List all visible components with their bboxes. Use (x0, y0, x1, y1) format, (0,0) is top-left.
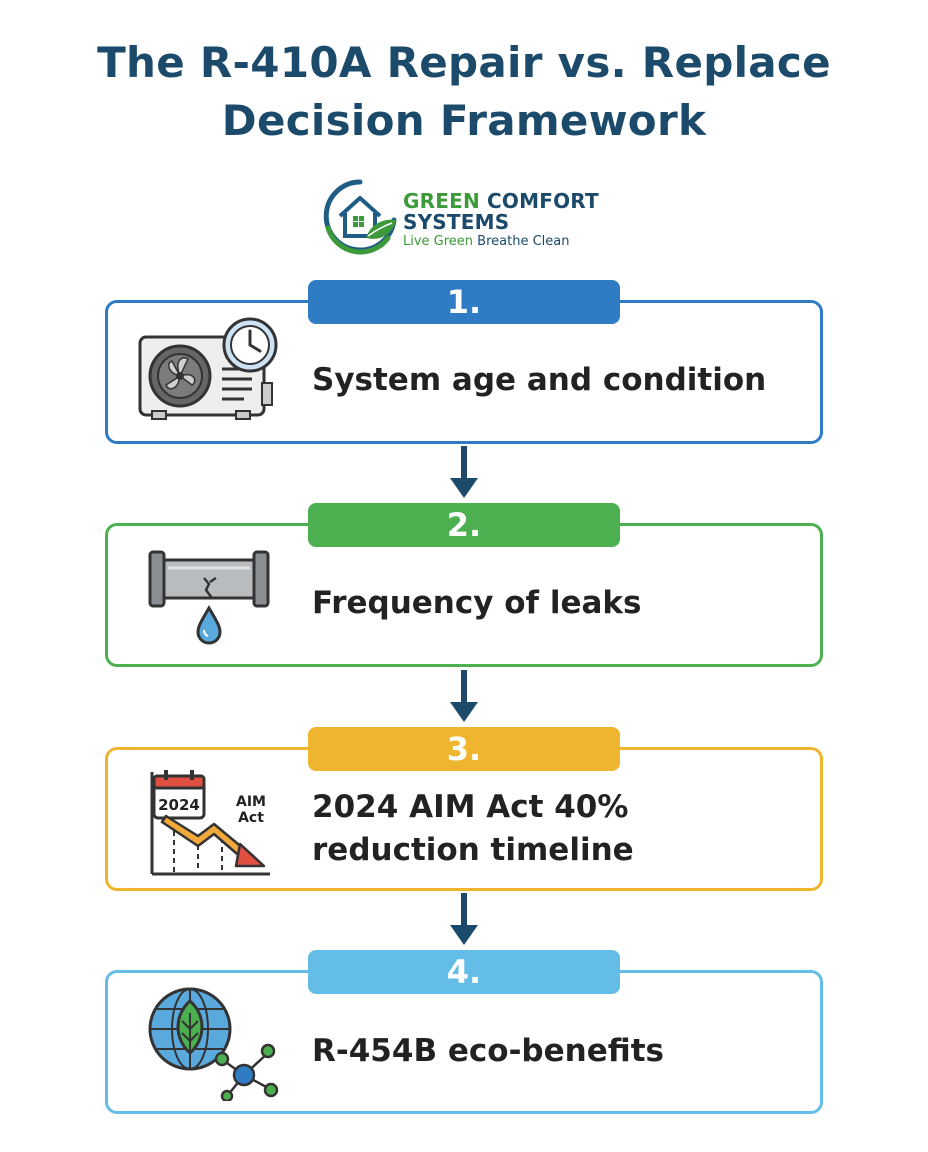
step-4-badge: 4. (308, 950, 620, 994)
ac-unit-clock-icon (138, 317, 278, 420)
arrow-down-icon (450, 893, 478, 945)
step-4-card (105, 970, 823, 1114)
leaking-pipe-icon (148, 550, 270, 645)
company-logo: GREEN COMFORT SYSTEMS Live Green Breathe… (318, 176, 618, 256)
title-line-1: The R-410A Repair vs. Replace (97, 38, 831, 87)
calendar-decline-chart-icon: 2024 AIM Act (150, 770, 270, 876)
step-1-text: System age and condition (312, 362, 767, 398)
arrow-down-icon (450, 670, 478, 722)
logo-name-line-1: GREEN COMFORT (403, 189, 599, 213)
step-4-text: R-454B eco-benefits (312, 1033, 664, 1069)
logo-tagline: Live Green Breathe Clean (403, 234, 570, 249)
globe-leaf-network-icon (148, 987, 279, 1101)
logo-name-line-2: SYSTEMS (403, 210, 510, 234)
step-3-text-line-1: 2024 AIM Act 40% (312, 789, 629, 825)
step-3-badge: 3. (308, 727, 620, 771)
title-line-2: Decision Framework (221, 96, 707, 145)
step-2-badge: 2. (308, 503, 620, 547)
act-label: Act (238, 810, 264, 826)
step-3-card: 2024 AIM Act (105, 747, 823, 891)
step-1-card (105, 300, 823, 444)
page-title: The R-410A Repair vs. Replace Decision F… (0, 34, 928, 150)
calendar-year-label: 2024 (158, 796, 200, 814)
house-leaf-logo-icon (323, 179, 397, 255)
aim-label: AIM (236, 794, 266, 810)
step-1-badge: 1. (308, 280, 620, 324)
arrow-down-icon (450, 446, 478, 498)
step-3-text-line-2: reduction timeline (312, 832, 634, 868)
step-2-text: Frequency of leaks (312, 585, 642, 621)
